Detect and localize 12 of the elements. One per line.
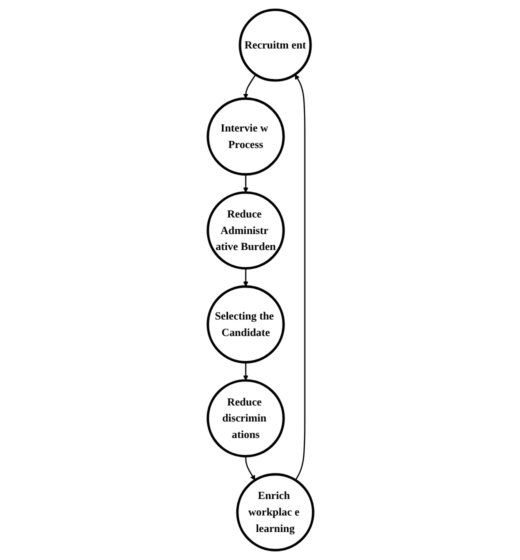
arrow [242,362,248,381]
arrow [244,456,255,480]
arrow [242,74,256,99]
node-circle: Reduce Administr ative Burden [206,191,284,270]
node-circle: Selecting the Candidate [206,285,284,364]
node-circle: Intervie w Process [206,97,284,176]
node-circle: Reduce discrimin ations [206,379,284,458]
arrow [294,74,305,481]
node-circle: Recruitm ent [238,8,312,82]
arrow [242,268,248,287]
node-circle: Enrich workplac e learning [236,473,314,552]
arrow [242,174,248,193]
